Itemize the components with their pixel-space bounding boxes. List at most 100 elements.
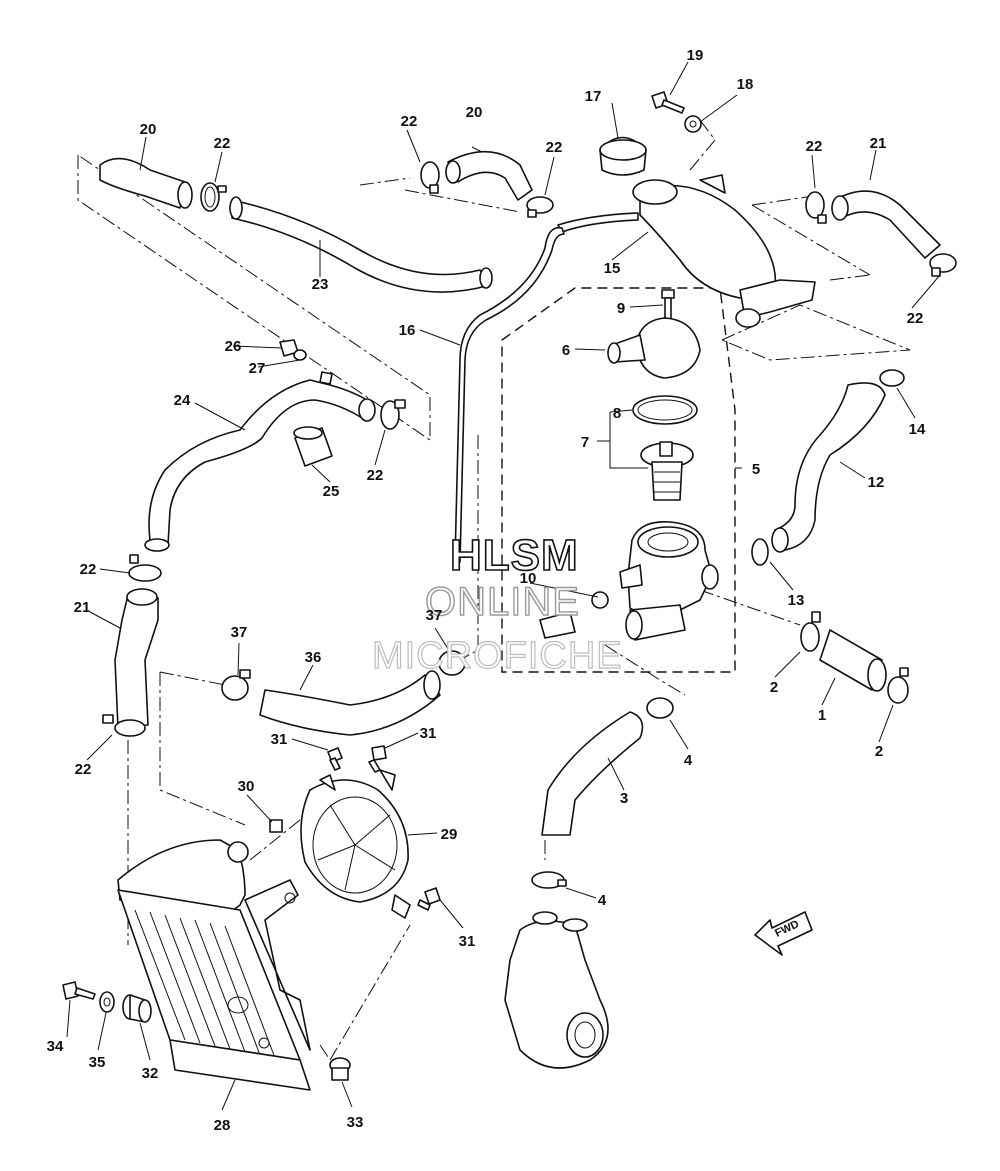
bolt-31-b xyxy=(368,745,387,773)
callout-number: 36 xyxy=(305,649,322,666)
hose-36 xyxy=(259,670,441,736)
hose-3 xyxy=(541,711,644,836)
hose-23 xyxy=(229,196,493,293)
grommet-32 xyxy=(122,994,152,1023)
callout-number: 14 xyxy=(909,421,926,438)
leader-lines xyxy=(66,61,941,1111)
callout-number: 22 xyxy=(367,467,384,484)
callout-number: 20 xyxy=(140,121,157,138)
callout-number: 31 xyxy=(459,933,476,950)
callout-number: 22 xyxy=(907,310,924,327)
callout-number: 23 xyxy=(312,276,329,293)
callout-number: 22 xyxy=(80,561,97,578)
hose-12 xyxy=(771,382,886,553)
hose-20-top xyxy=(420,150,554,218)
reservoir-tank-15 xyxy=(557,174,816,328)
clamp-22-hose24 xyxy=(380,399,406,430)
callout-number: 33 xyxy=(347,1114,364,1131)
callout-number: 4 xyxy=(684,752,693,769)
callout-number: 34 xyxy=(47,1038,64,1055)
callout-number: 15 xyxy=(604,260,621,277)
nut-18 xyxy=(684,115,702,133)
callout-number: 21 xyxy=(870,135,887,152)
callout-number: 27 xyxy=(249,360,266,377)
callout-number: 22 xyxy=(214,135,231,152)
clamp-22-left-top xyxy=(200,182,227,212)
clamp-4-lower xyxy=(531,871,567,889)
callout-number: 37 xyxy=(426,607,443,624)
bolt-31-a xyxy=(327,747,343,771)
callout-number: 19 xyxy=(687,47,704,64)
thermostat-7 xyxy=(640,441,694,501)
bolt-9 xyxy=(661,289,675,321)
clamp-37-left xyxy=(221,669,251,701)
clamp-37-right xyxy=(438,650,466,676)
bolt-19 xyxy=(651,91,685,114)
radiator-28 xyxy=(117,839,311,1091)
watermark-line1: HLSM xyxy=(450,531,579,580)
cap-25 xyxy=(293,426,333,467)
hose-21-right xyxy=(805,190,957,277)
callout-number: 7 xyxy=(581,434,589,451)
nut-30 xyxy=(269,819,283,833)
callout-number: 6 xyxy=(562,342,570,359)
callout-number: 22 xyxy=(546,139,563,156)
hose-24 xyxy=(144,379,376,552)
bolt-34 xyxy=(62,981,96,1000)
clamp-2-upper xyxy=(800,611,821,652)
callout-number: 26 xyxy=(225,338,242,355)
watermark-line3: MICROFICHE xyxy=(372,635,623,677)
callout-number: 30 xyxy=(238,778,255,795)
callout-number: 24 xyxy=(174,392,191,409)
callout-number: 1 xyxy=(818,707,826,724)
callout-number: 13 xyxy=(788,592,805,609)
callout-number: 20 xyxy=(466,104,483,121)
callout-number: 22 xyxy=(806,138,823,155)
cooling-fan-29 xyxy=(300,769,411,919)
assembly-guide-lines xyxy=(77,119,911,1061)
callout-numbers: 1 2 2 3 4 4 5 6 7 8 9 10 12 13 14 15 16 … xyxy=(47,47,926,1134)
watermark-line2: ONLINE xyxy=(425,580,580,624)
callout-number: 31 xyxy=(420,725,437,742)
washer-35 xyxy=(99,991,115,1013)
callout-number: 12 xyxy=(868,474,885,491)
hose-21-left xyxy=(114,588,159,729)
collar-33 xyxy=(329,1057,351,1081)
callout-number: 18 xyxy=(737,76,754,93)
clamp-4-upper xyxy=(646,697,674,719)
hose-1 xyxy=(819,629,887,692)
callout-number: 28 xyxy=(214,1117,231,1134)
breather-tube-16 xyxy=(454,226,565,563)
callout-number: 32 xyxy=(142,1065,159,1082)
clamp-22-left-mid xyxy=(128,554,162,582)
bolt-31-c xyxy=(417,887,441,911)
callout-number: 35 xyxy=(89,1054,106,1071)
thermostat-cover-6 xyxy=(607,317,701,379)
forward-direction-arrow: FWD xyxy=(754,911,813,956)
callout-number: 37 xyxy=(231,624,248,641)
callout-number: 25 xyxy=(323,483,340,500)
watermark: HLSM ONLINE MICROFICHE xyxy=(371,530,623,677)
thermostat-housing-5 xyxy=(619,521,719,641)
callout-number: 2 xyxy=(875,743,883,760)
callout-number: 10 xyxy=(520,570,537,587)
callout-number: 16 xyxy=(399,322,416,339)
callout-number: 22 xyxy=(75,761,92,778)
clamp-2-lower xyxy=(887,667,909,704)
callout-number: 17 xyxy=(585,88,602,105)
radiator-cap-17 xyxy=(599,136,647,176)
callout-number: 9 xyxy=(617,300,625,317)
callout-number: 31 xyxy=(271,731,288,748)
clamp-22-left-bottom xyxy=(102,714,146,737)
callout-number: 4 xyxy=(598,892,607,909)
callout-number: 5 xyxy=(752,461,760,478)
callout-number: 22 xyxy=(401,113,418,130)
fitting-26-27 xyxy=(279,339,333,385)
callout-number: 29 xyxy=(441,826,458,843)
callout-number: 21 xyxy=(74,599,91,616)
callout-number: 8 xyxy=(613,405,621,422)
clamp-14 xyxy=(879,369,905,387)
temp-sensor-10 xyxy=(539,591,609,639)
o-ring-8 xyxy=(632,395,698,425)
